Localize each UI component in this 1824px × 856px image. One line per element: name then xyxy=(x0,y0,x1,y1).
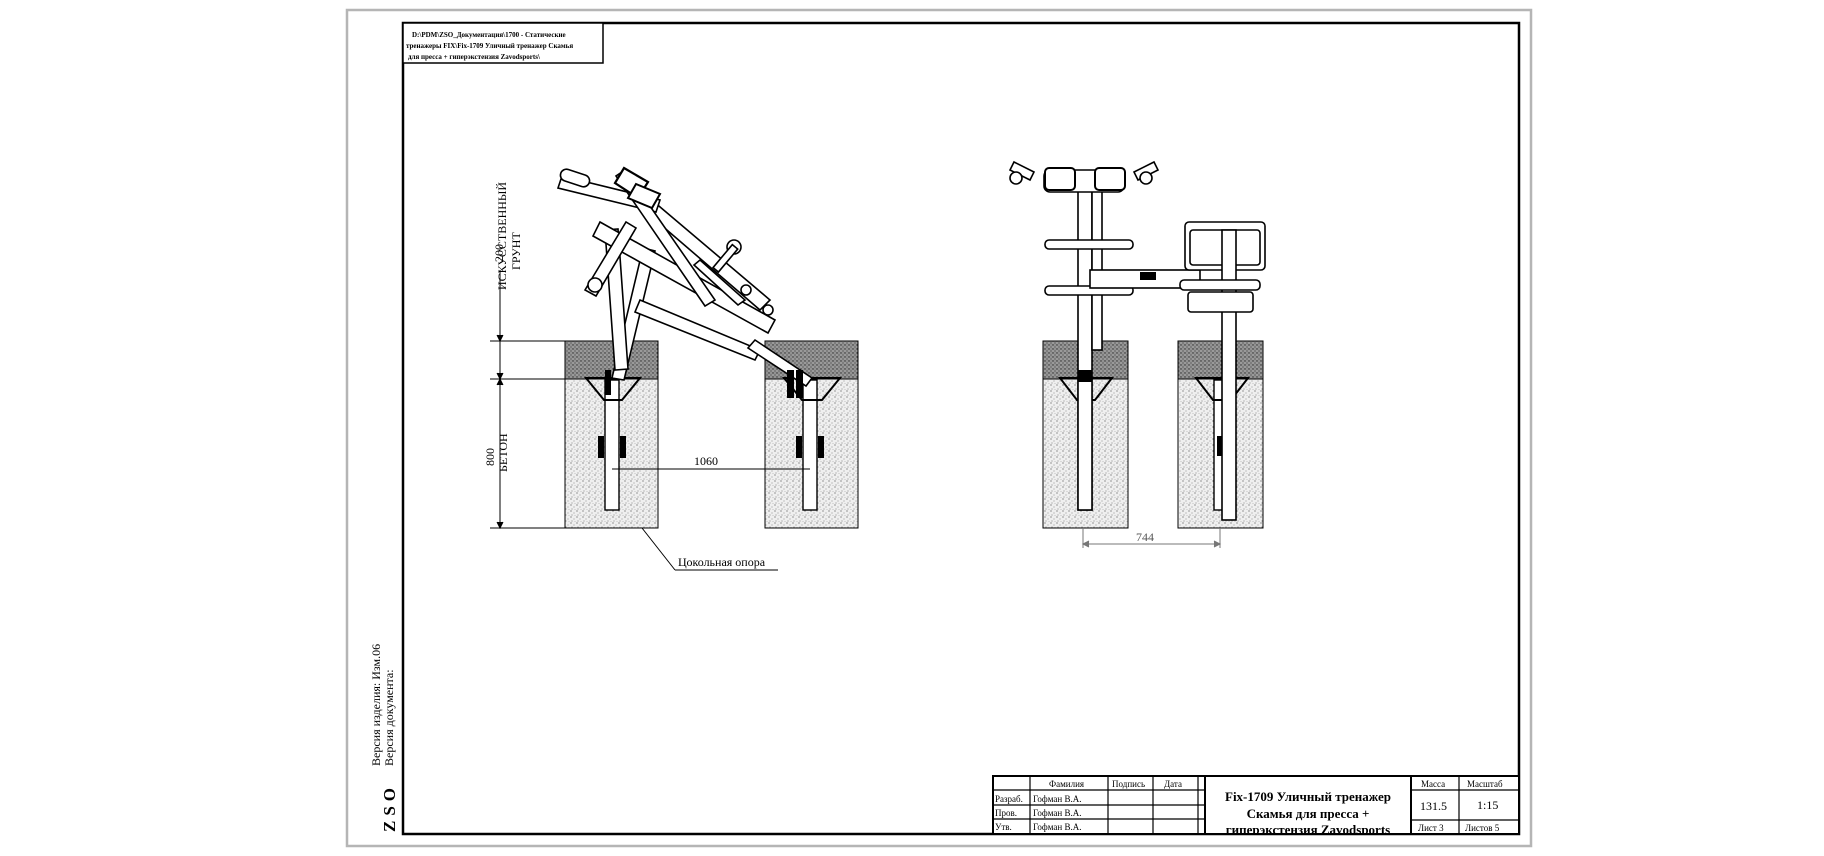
col-signature: Подпись xyxy=(1112,779,1145,789)
foundation-left xyxy=(564,340,659,529)
ground-label-1: ИСКУССТВЕННЫЙ xyxy=(495,182,509,290)
sheet-count: Листов 5 xyxy=(1465,823,1500,833)
mass-label: Масса xyxy=(1421,779,1445,789)
front-spacing-value: 744 xyxy=(1136,530,1154,544)
scale-label: Масштаб xyxy=(1467,779,1503,789)
row-name-1: Гофман В.А. xyxy=(1033,794,1081,804)
path-line-1: D:\PDM\ZSO_Документация\1700 - Статическ… xyxy=(412,31,566,39)
ground-label-2: ГРУНТ xyxy=(509,232,523,270)
concrete-depth-value: 800 xyxy=(483,448,497,466)
bench-frame-side xyxy=(556,166,814,388)
scale-value: 1:15 xyxy=(1477,798,1498,812)
page-frame xyxy=(345,8,1533,848)
row-role-3: Утв. xyxy=(995,822,1012,832)
drawing-frame xyxy=(401,21,1521,836)
col-surname: Фамилия xyxy=(1049,779,1084,789)
title-line-3: гиперэкстензия Zavodsports xyxy=(1226,822,1390,837)
foundation-callout-label: Цокольная опора xyxy=(678,555,766,569)
side-spacing-value: 1060 xyxy=(694,454,718,468)
row-role-2: Пров. xyxy=(995,808,1017,818)
row-name-3: Гофман В.А. xyxy=(1033,822,1081,832)
col-date: Дата xyxy=(1164,779,1182,789)
title-line-1: Fix-1709 Уличный тренажер xyxy=(1225,789,1391,804)
bench-frame-front xyxy=(1008,160,1266,521)
sheet-number: Лист 3 xyxy=(1418,823,1444,833)
side-stamp: ZSO Версия изделия: Изм.06 Версия докуме… xyxy=(369,644,399,832)
front-view: 744 xyxy=(1008,160,1266,548)
row-name-2: Гофман В.А. xyxy=(1033,808,1081,818)
side-view: 200 ИСКУССТВЕННЫЙ ГРУНТ 800 БЕТОН 1060 Ц… xyxy=(483,166,859,571)
foundation-front-right xyxy=(1177,340,1264,529)
file-path-box: D:\PDM\ZSO_Документация\1700 - Статическ… xyxy=(402,22,604,64)
doc-version: Версия документа: xyxy=(382,669,396,766)
ground-depth-value: 200 xyxy=(492,244,506,262)
title-line-2: Скамья для пресса + xyxy=(1247,806,1370,821)
company-mark: ZSO xyxy=(380,783,399,832)
vertical-dimension xyxy=(490,270,565,530)
foundation-callout-leader xyxy=(641,527,778,571)
item-version: Версия изделия: Изм.06 xyxy=(369,644,383,766)
front-spacing-dimension xyxy=(1081,528,1222,548)
row-role-1: Разраб. xyxy=(995,794,1023,804)
path-line-3: для пресса + гиперэкстензия Zavodsports\ xyxy=(408,53,541,61)
path-line-2: тренажеры FIX\Fix-1709 Уличный тренажер … xyxy=(406,42,573,50)
concrete-label: БЕТОН xyxy=(496,433,510,472)
foundation-right xyxy=(764,340,859,529)
mass-value: 131.5 xyxy=(1420,799,1447,813)
front-bracket xyxy=(1140,272,1156,280)
title-block: Фамилия Подпись Дата Разраб. Гофман В.А.… xyxy=(992,775,1520,837)
